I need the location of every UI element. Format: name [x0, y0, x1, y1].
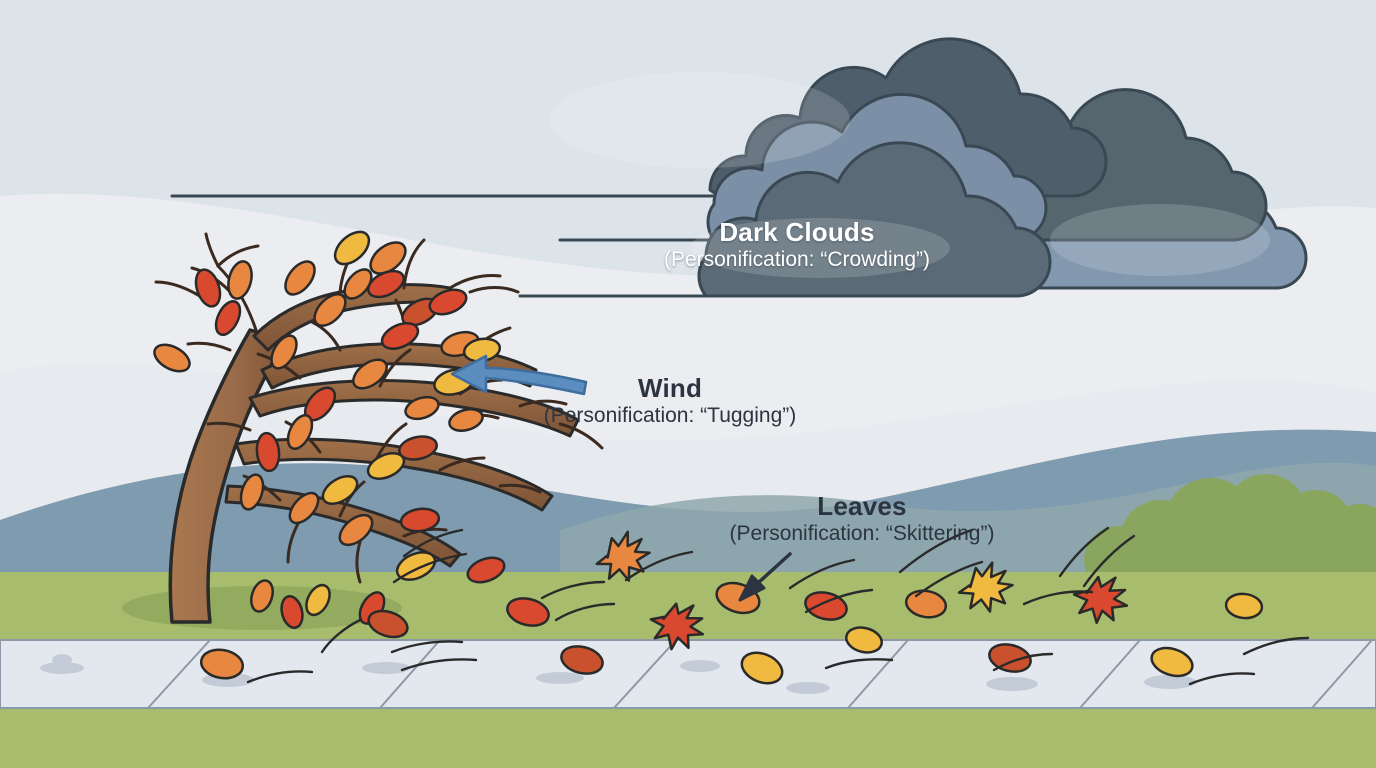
arrow-left-curved-icon: [450, 354, 588, 396]
arrow-down-left-icon: [738, 552, 792, 602]
bare-tree-icon: [153, 230, 604, 624]
pavement-leaf-shadows: [40, 660, 1196, 694]
pavement-seams: [147, 639, 1373, 709]
tree-leaves: [153, 230, 502, 525]
storm-clouds-icon: [170, 37, 1308, 298]
flying-leaves: [52, 507, 1264, 685]
motion-trails: [246, 526, 1310, 686]
